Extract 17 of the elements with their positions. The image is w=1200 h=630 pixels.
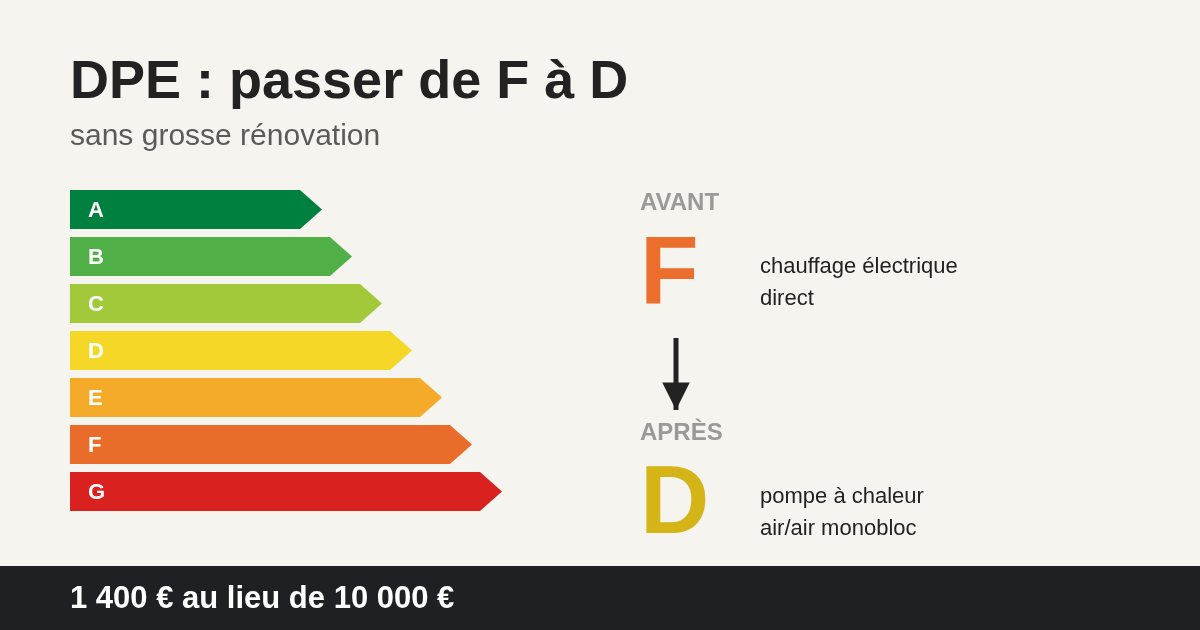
description: pompe à chaleur air/air monobloc [760, 482, 925, 542]
rating-letter: C [88, 291, 104, 317]
footer-text: 1 400 € au lieu de 10 000 € [70, 580, 455, 616]
arrow [662, 338, 690, 410]
title: DPE : passer de F à D [70, 48, 629, 110]
subtitle: sans grosse rénovation [70, 118, 381, 152]
energy-class-letter: F [640, 222, 699, 318]
rating-letter: G [88, 479, 106, 505]
rating-letter: B [88, 244, 104, 270]
rating-letter: E [88, 385, 103, 411]
heading: APRÈS [640, 418, 723, 446]
description: chauffage électrique direct [760, 252, 959, 312]
heading: AVANT [640, 188, 720, 216]
rating-letter: D [88, 338, 104, 364]
energy-class-letter: D [640, 452, 710, 548]
rating-letter: A [88, 197, 104, 223]
rating-letter: F [88, 432, 102, 458]
